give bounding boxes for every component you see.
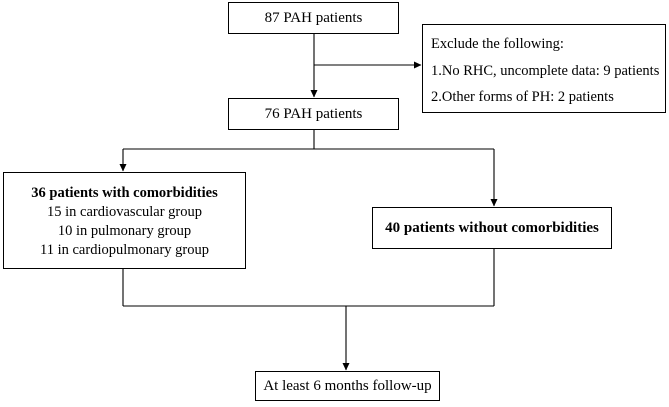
no-comorbidities-label: 40 patients without comorbidities [385,219,599,236]
exclusion-heading: Exclude the following: [431,36,564,52]
comorbidities-title: 36 patients with comorbidities [31,185,218,201]
exclusion-box: Exclude the following: 1.No RHC, uncompl… [422,24,666,113]
total-patients-box: 87 PAH patients [228,2,399,34]
no-comorbidities-box: 40 patients without comorbidities [372,207,612,249]
followup-label: At least 6 months follow-up [263,377,432,394]
cardiovascular-group: 15 in cardiovascular group [46,204,203,220]
exclusion-reason-1: 1.No RHC, uncomplete data: 9 patients [431,63,660,79]
exclusion-reason-2: 2.Other forms of PH: 2 patients [431,89,614,105]
comorbidities-box: 36 patients with comorbidities 15 in car… [3,172,246,269]
followup-box: At least 6 months follow-up [255,371,440,401]
cardiopulmonary-group: 11 in cardiopulmonary group [40,242,209,258]
pulmonary-group: 10 in pulmonary group [57,223,192,239]
included-patients-label: 76 PAH patients [264,105,363,122]
total-patients-label: 87 PAH patients [264,9,363,26]
included-patients-box: 76 PAH patients [228,98,399,130]
